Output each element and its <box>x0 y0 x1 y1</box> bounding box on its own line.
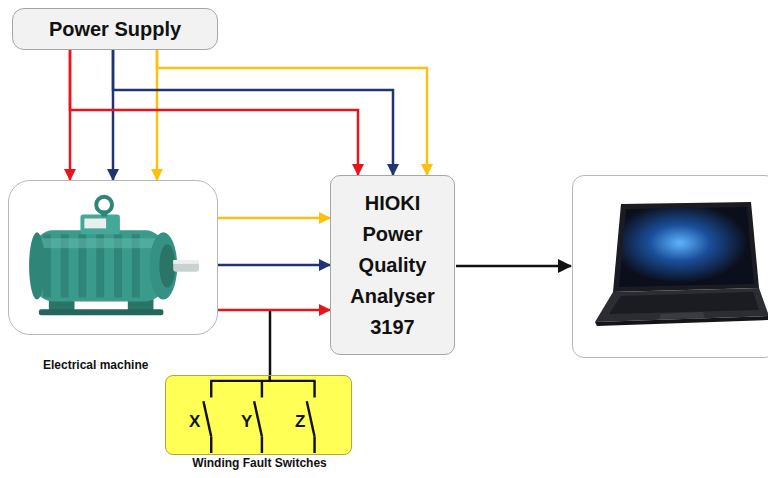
power-wire <box>218 309 330 312</box>
supply-box: Power Supply <box>12 8 218 50</box>
power-wire <box>218 264 330 267</box>
switch-label: Z <box>295 412 305 432</box>
fault-tap-wire <box>269 310 272 376</box>
node-caption: Electrical machine <box>43 358 148 372</box>
laptop-panel <box>572 175 768 358</box>
switch-label: X <box>189 412 200 432</box>
machine-box: Electrical machine <box>8 180 218 335</box>
node-title: Power Supply <box>49 18 181 41</box>
node-caption: Winding Fault Switches <box>146 456 373 470</box>
laptop-illustration <box>573 176 768 357</box>
motor-illustration <box>9 181 217 334</box>
node-title: HIOKI Power Quality Analyser 3197 <box>337 188 449 343</box>
power-wire <box>156 50 159 180</box>
switch-box: XYZWinding Fault Switches <box>165 375 352 455</box>
power-wire <box>157 50 427 175</box>
analyser-box: HIOKI Power Quality Analyser 3197 <box>330 175 455 355</box>
switch-label: Y <box>241 412 252 432</box>
output-arrow <box>456 265 571 268</box>
power-wire <box>218 217 330 220</box>
